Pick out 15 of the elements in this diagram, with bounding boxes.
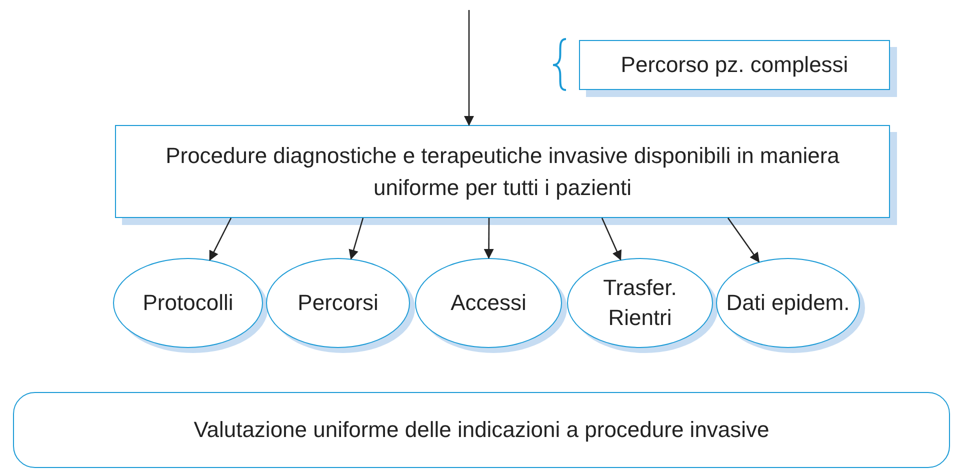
- node-label: Procedure diagnostiche e terapeutiche invasive disponibili in maniera uniforme per tutti i pazienti: [164, 142, 840, 202]
- arrow: [348, 218, 364, 260]
- node-label: Protocolli: [142, 289, 234, 317]
- node-label: Dati epidem.: [726, 289, 850, 317]
- node-label: Percorso pz. complessi: [620, 51, 848, 79]
- node-label: Valutazione uniforme delle indicazioni a procedure invasive: [194, 416, 770, 444]
- arrow: [601, 218, 622, 261]
- arrow: [484, 218, 494, 259]
- node-label: Trasfer. Rientri: [602, 274, 678, 332]
- node-label: Percorsi: [298, 289, 378, 317]
- arrow: [464, 10, 474, 126]
- rounded-box: [13, 392, 950, 468]
- arrow: [209, 218, 232, 261]
- arrow: [727, 218, 760, 263]
- node-label: Accessi: [450, 289, 526, 317]
